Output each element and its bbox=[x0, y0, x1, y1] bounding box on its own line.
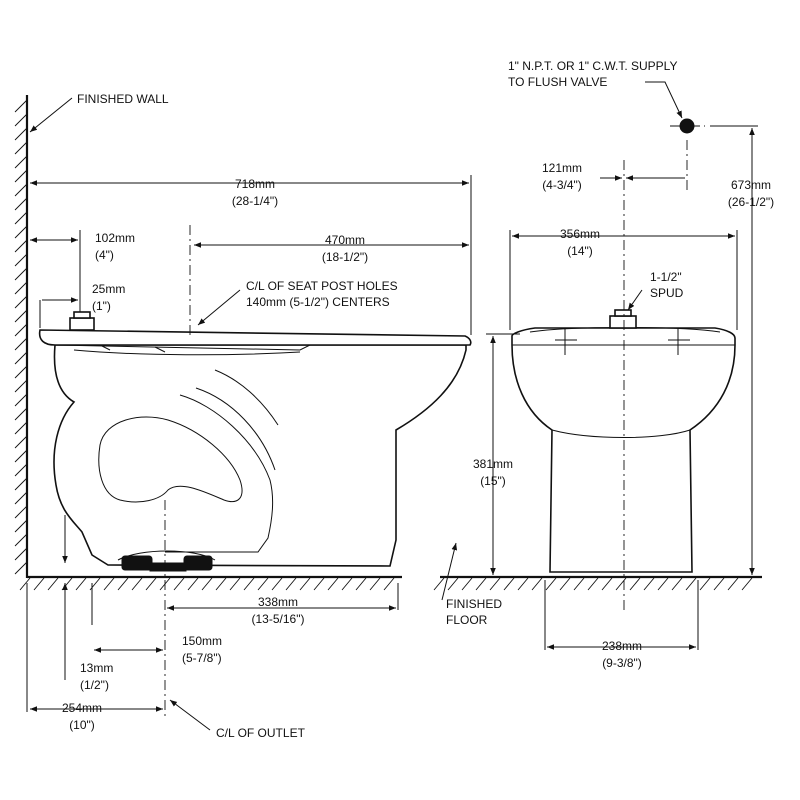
dim-356-in: (14") bbox=[567, 244, 593, 258]
dim-102-in: (4") bbox=[95, 248, 114, 262]
dim-338-mm: 338mm bbox=[258, 595, 298, 609]
cl-outlet-label: C/L OF OUTLET bbox=[216, 726, 306, 740]
dimension-lines bbox=[30, 128, 755, 712]
dim-381-mm: 381mm bbox=[473, 457, 513, 471]
dim-356-mm: 356mm bbox=[560, 227, 600, 241]
spud-label-line2: SPUD bbox=[650, 286, 684, 300]
finished-floor-label-line2: FLOOR bbox=[446, 613, 488, 627]
dim-470-in: (18-1/2") bbox=[322, 250, 368, 264]
dim-13-mm: 13mm bbox=[80, 661, 113, 675]
dimension-values: 718mm (28-1/4") 102mm (4") 470mm (18-1/2… bbox=[62, 161, 774, 732]
leader-lines bbox=[29, 81, 683, 731]
dim-13-in: (1/2") bbox=[80, 678, 109, 692]
dim-25-mm: 25mm bbox=[92, 282, 125, 296]
supply-label-line2: TO FLUSH VALVE bbox=[508, 75, 607, 89]
extension-lines bbox=[26, 125, 758, 712]
dim-25-in: (1") bbox=[92, 299, 111, 313]
dim-254-in: (10") bbox=[69, 718, 95, 732]
supply-label-line1: 1" N.P.T. OR 1" C.W.T. SUPPLY bbox=[508, 59, 677, 73]
seat-post-label-line2: 140mm (5-1/2") CENTERS bbox=[246, 295, 390, 309]
finished-wall bbox=[14, 95, 29, 578]
dim-673-mm: 673mm bbox=[731, 178, 771, 192]
spud-label-line1: 1-1/2" bbox=[650, 270, 682, 284]
dim-238-in: (9-3/8") bbox=[602, 656, 642, 670]
dim-121-mm: 121mm bbox=[542, 161, 582, 175]
dim-381-in: (15") bbox=[480, 474, 506, 488]
dim-150-in: (5-7/8") bbox=[182, 651, 222, 665]
dim-673-in: (26-1/2") bbox=[728, 195, 774, 209]
finished-floor-label-line1: FINISHED bbox=[446, 597, 502, 611]
finished-wall-label: FINISHED WALL bbox=[77, 92, 169, 106]
side-floor bbox=[19, 575, 402, 591]
seat-post-label-line1: C/L OF SEAT POST HOLES bbox=[246, 279, 398, 293]
front-floor bbox=[433, 575, 762, 591]
dim-254-mm: 254mm bbox=[62, 701, 102, 715]
dim-718-in: (28-1/4") bbox=[232, 194, 278, 208]
dim-121-in: (4-3/4") bbox=[542, 178, 582, 192]
dim-238-mm: 238mm bbox=[602, 639, 642, 653]
dim-150-mm: 150mm bbox=[182, 634, 222, 648]
toilet-front-view bbox=[511, 118, 736, 573]
annotation-labels: FINISHED WALL 1" N.P.T. OR 1" C.W.T. SUP… bbox=[77, 59, 684, 740]
dim-338-in: (13-5/16") bbox=[252, 612, 305, 626]
dim-102-mm: 102mm bbox=[95, 231, 135, 245]
dim-470-mm: 470mm bbox=[325, 233, 365, 247]
dim-718-mm: 718mm bbox=[235, 177, 275, 191]
toilet-side-view bbox=[38, 311, 472, 572]
